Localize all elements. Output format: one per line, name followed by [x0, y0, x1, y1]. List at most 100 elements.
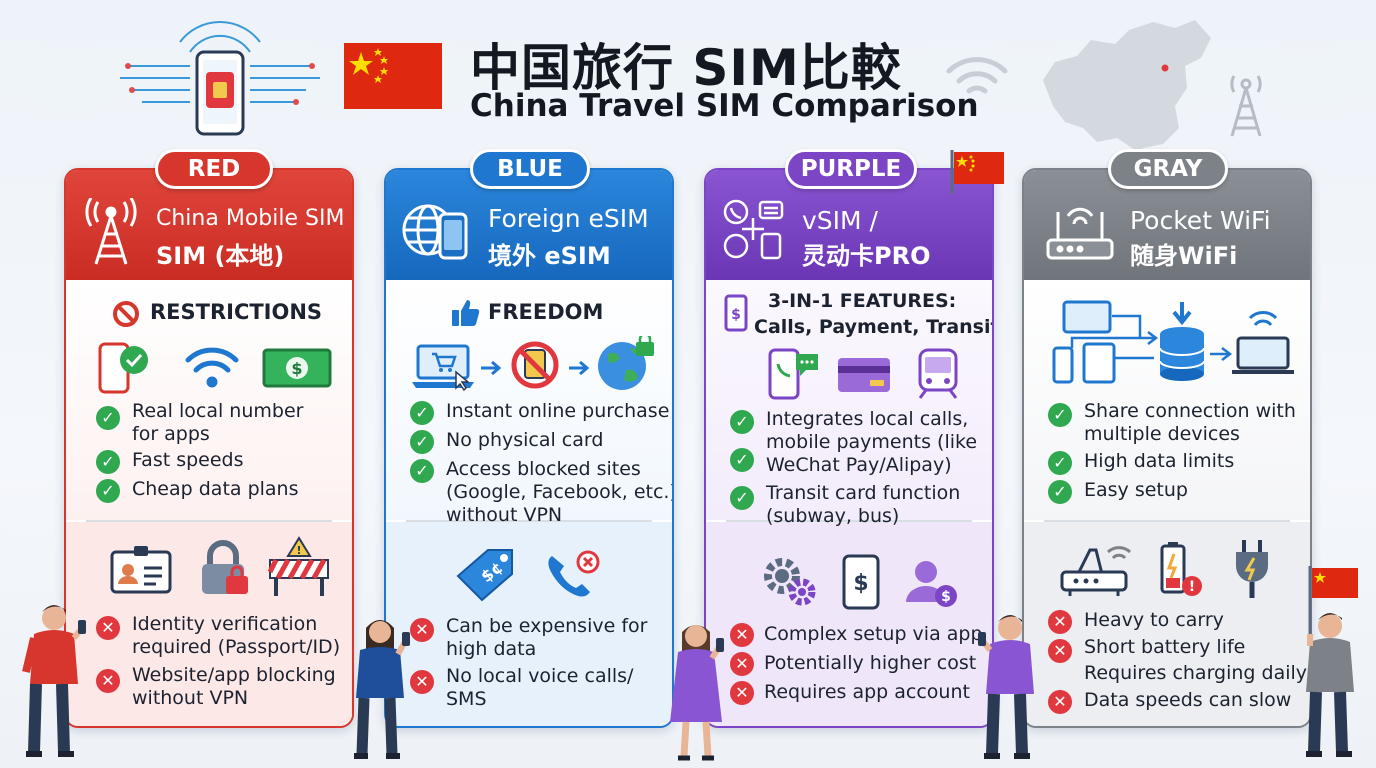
check-icon: ✓ — [410, 459, 434, 483]
card-gray-divider — [1044, 520, 1290, 522]
check-icon: ✓ — [96, 450, 120, 474]
pro-item: Instant online purchase — [446, 400, 670, 422]
phone-dollar-icon: $ — [724, 294, 748, 332]
antenna-tower-icon — [1222, 70, 1270, 138]
con-item: Complex setup via app — [764, 623, 983, 645]
card-red-title-line2: SIM (本地) — [156, 242, 285, 270]
devices-to-server-diagram — [1050, 298, 1294, 386]
card-blue-divider — [406, 520, 652, 522]
pro-item: WeChat Pay/Alipay) — [766, 454, 952, 476]
card-china-mobile-sim: China Mobile SIM SIM (本地) RESTRICTIONS $… — [64, 168, 354, 728]
phone-dollar-icon: $ — [842, 554, 880, 610]
pill-blue: BLUE — [470, 149, 590, 189]
pro-item: Real local number — [132, 400, 304, 422]
card-vsim: vSIM / 灵动卡PRO $ 3-IN-1 FEATURES: Calls, … — [704, 168, 994, 728]
traveler-man-gray-shirt-with-flag — [1292, 566, 1364, 764]
svg-text:$: $ — [291, 359, 302, 378]
svg-text:$: $ — [853, 571, 868, 596]
card-blue-cons-area — [386, 522, 672, 726]
pro-item: mobile payments (like — [766, 431, 978, 453]
pro-item: Easy setup — [1084, 479, 1188, 501]
router-wifi-icon — [1060, 540, 1136, 598]
globe-phone-icon — [400, 198, 472, 264]
svg-text:$: $ — [731, 307, 741, 323]
id-card-icon — [110, 544, 172, 596]
padlock-icon — [196, 540, 250, 598]
pro-item: High data limits — [1084, 450, 1235, 472]
card-purple-title-line1: vSIM / — [802, 206, 878, 235]
con-item: without VPN — [132, 687, 249, 709]
check-icon: ✓ — [96, 479, 120, 503]
wifi-signal-icon — [184, 346, 240, 390]
pro-item: Share connection with — [1084, 400, 1296, 422]
china-flag-small — [948, 150, 1006, 194]
roadblock-icon: ! — [266, 536, 332, 598]
cross-icon: ✕ — [730, 681, 754, 705]
con-item: No local voice calls/ — [446, 665, 634, 687]
power-plug-icon — [1232, 538, 1272, 600]
pro-item: No physical card — [446, 429, 604, 451]
pro-item: Transit card function — [766, 482, 961, 504]
card-blue-title-line1: Foreign eSIM — [488, 204, 649, 233]
con-item: Can be expensive for — [446, 615, 648, 637]
check-icon: ✓ — [1048, 403, 1072, 427]
china-map-icon — [1025, 10, 1215, 160]
cross-icon: ✕ — [96, 669, 120, 693]
card-blue-section-heading: FREEDOM — [488, 300, 604, 324]
check-icon: ✓ — [730, 448, 754, 472]
cross-icon: ✕ — [410, 618, 434, 642]
con-item: Website/app blocking — [132, 664, 336, 686]
card-blue-title-line2: 境外 eSIM — [488, 242, 611, 270]
con-item: SMS — [446, 688, 487, 710]
cross-icon: ✕ — [410, 670, 434, 694]
pill-purple: PURPLE — [785, 149, 917, 189]
card-red-title-line1: China Mobile SIM — [156, 206, 345, 231]
traveler-woman-purple-dress — [664, 620, 728, 766]
traveler-man-purple-shirt — [978, 614, 1044, 764]
con-item: Identity verification — [132, 613, 318, 635]
globe-lock-icon — [596, 332, 656, 392]
pro-item: multiple devices — [1084, 423, 1240, 445]
card-blue-pros-area — [386, 280, 672, 520]
traveler-woman-blue-jacket — [348, 614, 412, 764]
phone-call-blocked-icon — [544, 550, 602, 600]
pro-item: Fast speeds — [132, 449, 244, 471]
pro-item: (subway, bus) — [766, 505, 900, 527]
page-title-cn: 中国旅行 SIM比較 — [470, 39, 902, 97]
card-gray-title-line1: Pocket WiFi — [1130, 206, 1271, 235]
cross-icon: ✕ — [1048, 690, 1072, 714]
arrow-right-icon — [480, 360, 502, 376]
pill-gray: GRAY — [1108, 149, 1228, 189]
con-item: Requires charging daily — [1084, 662, 1308, 684]
china-flag — [344, 43, 442, 109]
gears-icon — [760, 554, 818, 608]
cross-icon: ✕ — [730, 623, 754, 647]
card-purple-title-line2: 灵动卡PRO — [802, 242, 931, 270]
cross-icon: ✕ — [730, 652, 754, 676]
subway-train-icon — [914, 348, 962, 400]
con-item: Potentially higher cost — [764, 652, 977, 674]
cash-icon: $ — [262, 348, 332, 388]
con-item: Short battery life — [1084, 636, 1246, 658]
card-foreign-esim: Foreign eSIM 境外 eSIM FREEDOM ✓ Instant o… — [384, 168, 674, 728]
con-item: Requires app account — [764, 681, 970, 703]
pro-item: Access blocked sites — [446, 458, 641, 480]
phone-signal-illustration — [120, 14, 320, 144]
router-icon — [1044, 200, 1116, 264]
low-battery-icon: ! — [1160, 538, 1204, 600]
svg-text:!: ! — [1189, 579, 1195, 595]
check-icon: ✓ — [730, 486, 754, 510]
phone-chat-icon — [766, 348, 822, 400]
con-item: Data speeds can slow — [1084, 689, 1292, 711]
wifi-icon — [945, 55, 1009, 101]
card-purple-section-heading-1: 3-IN-1 FEATURES: — [768, 290, 957, 312]
check-icon: ✓ — [410, 401, 434, 425]
pro-item: without VPN — [446, 504, 563, 526]
card-red-divider — [86, 520, 332, 522]
card-purple-divider — [726, 520, 972, 522]
pro-item: Integrates local calls, — [766, 408, 969, 430]
check-icon: ✓ — [1048, 451, 1072, 475]
check-icon: ✓ — [1048, 480, 1072, 504]
card-purple-section-heading-2: Calls, Payment, Transit — [754, 316, 994, 338]
laptop-cart-icon — [410, 342, 476, 392]
